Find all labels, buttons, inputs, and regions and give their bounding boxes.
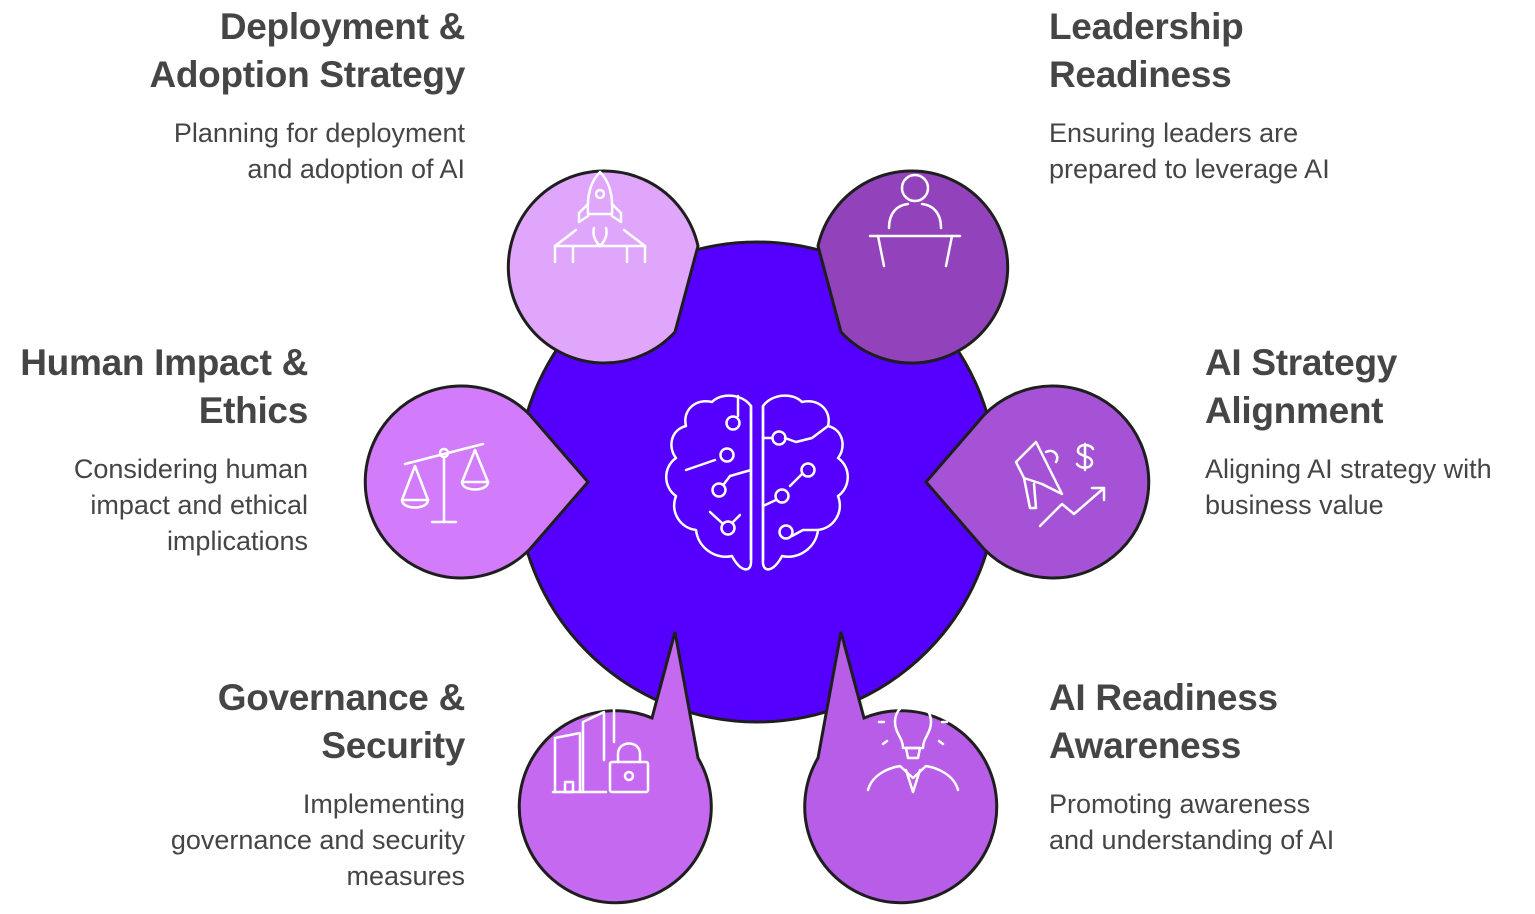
leadership-description: Ensuring leaders are prepared to leverag… bbox=[1049, 118, 1330, 184]
teardrop-governance bbox=[517, 631, 713, 905]
node-leadership bbox=[816, 169, 1010, 365]
governance-title: Governance & Security bbox=[217, 677, 466, 766]
speaker-podium-icon bbox=[868, 173, 962, 268]
strategy-title: AI Strategy Alignment bbox=[1205, 342, 1398, 431]
label-deployment: Deployment & Adoption Strategy Planning … bbox=[85, 3, 465, 187]
balance-scale-icon bbox=[400, 442, 490, 524]
deployment-title: Deployment & Adoption Strategy bbox=[149, 6, 465, 95]
rocket-launch-icon bbox=[553, 170, 647, 264]
strategy-description: Aligning AI strategy with business value bbox=[1205, 454, 1492, 520]
deployment-description: Planning for deployment and adoption of … bbox=[173, 118, 465, 184]
label-awareness: AI Readiness Awareness Promoting awarene… bbox=[1049, 674, 1429, 858]
awareness-title: AI Readiness Awareness bbox=[1049, 677, 1278, 766]
awareness-description: Promoting awareness and understanding of… bbox=[1049, 789, 1335, 855]
node-deployment bbox=[506, 169, 700, 365]
lightbulb-person-icon bbox=[866, 688, 960, 794]
label-strategy: AI Strategy Alignment Aligning AI strate… bbox=[1205, 339, 1533, 523]
teardrop-deployment bbox=[506, 169, 700, 365]
label-human-impact: Human Impact & Ethics Considering human … bbox=[0, 339, 308, 559]
node-human-impact bbox=[363, 384, 590, 580]
node-awareness bbox=[803, 631, 999, 905]
label-governance: Governance & Security Implementing gover… bbox=[85, 674, 465, 894]
label-leadership: Leadership Readiness Ensuring leaders ar… bbox=[1049, 3, 1429, 187]
node-governance bbox=[517, 631, 713, 905]
megaphone-growth-icon bbox=[1014, 440, 1106, 528]
human-impact-title: Human Impact & Ethics bbox=[20, 342, 308, 431]
teardrop-leadership bbox=[816, 169, 1010, 365]
secure-buildings-icon bbox=[551, 700, 650, 794]
node-strategy bbox=[924, 384, 1151, 580]
governance-description: Implementing governance and security mea… bbox=[170, 789, 465, 891]
brain-circuit-icon bbox=[665, 394, 849, 571]
leadership-title: Leadership Readiness bbox=[1049, 6, 1244, 95]
human-impact-description: Considering human impact and ethical imp… bbox=[73, 454, 308, 556]
